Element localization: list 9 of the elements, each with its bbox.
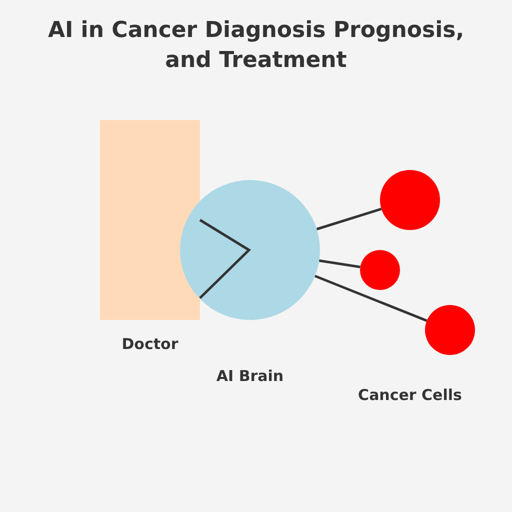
connector-line bbox=[316, 208, 382, 230]
title: AI in Cancer Diagnosis Prognosis, and Treatment bbox=[46, 17, 466, 75]
connector-line bbox=[319, 259, 360, 268]
connector-line bbox=[314, 274, 428, 322]
cell-circle bbox=[360, 250, 400, 290]
group-label: Cancer Cells bbox=[358, 386, 462, 404]
cell-circle bbox=[425, 305, 475, 355]
node-label: Doctor bbox=[122, 335, 178, 353]
node-label: AI Brain bbox=[216, 367, 284, 385]
